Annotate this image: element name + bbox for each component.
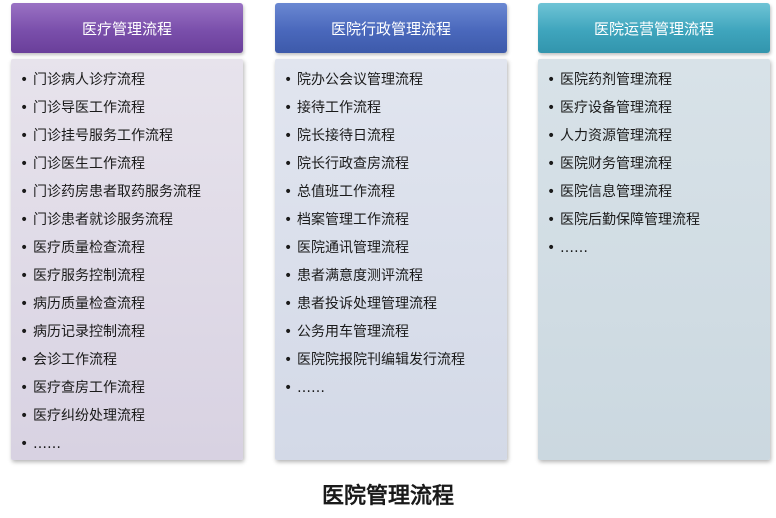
list-item: •人力资源管理流程 xyxy=(547,122,770,150)
list-item: •门诊医生工作流程 xyxy=(20,150,243,178)
bullet-icon: • xyxy=(284,240,293,256)
list-item: •医院药剂管理流程 xyxy=(547,66,770,94)
bullet-icon: • xyxy=(20,352,29,368)
column-operations-management: 医院运营管理流程 •医院药剂管理流程 •医疗设备管理流程 •人力资源管理流程 •… xyxy=(538,3,770,460)
list-item: •门诊导医工作流程 xyxy=(20,94,243,122)
list-item: •公务用车管理流程 xyxy=(284,318,507,346)
list-item: •患者满意度测评流程 xyxy=(284,262,507,290)
list-item: •院长行政查房流程 xyxy=(284,150,507,178)
list-item: •病历记录控制流程 xyxy=(20,318,243,346)
bullet-icon: • xyxy=(547,184,556,200)
bullet-icon: • xyxy=(284,324,293,340)
column-admin-management: 医院行政管理流程 •院办公会议管理流程 •接待工作流程 •院长接待日流程 •院长… xyxy=(275,3,507,460)
list-item: •门诊挂号服务工作流程 xyxy=(20,122,243,150)
list-item: •医疗质量检查流程 xyxy=(20,234,243,262)
bullet-icon: • xyxy=(20,156,29,172)
column-panel: •院办公会议管理流程 •接待工作流程 •院长接待日流程 •院长行政查房流程 •总… xyxy=(275,59,507,460)
bullet-icon: • xyxy=(284,268,293,284)
bullet-icon: • xyxy=(284,352,293,368)
list-item: •…… xyxy=(547,234,770,262)
column-medical-management: 医疗管理流程 •门诊病人诊疗流程 •门诊导医工作流程 •门诊挂号服务工作流程 •… xyxy=(11,3,243,460)
bullet-icon: • xyxy=(284,128,293,144)
bullet-icon: • xyxy=(547,128,556,144)
bullet-icon: • xyxy=(547,100,556,116)
bullet-icon: • xyxy=(20,324,29,340)
column-title: 医疗管理流程 xyxy=(81,19,172,38)
list-item: •…… xyxy=(284,374,507,402)
list-item: •院办公会议管理流程 xyxy=(284,66,507,94)
item-list: •医院药剂管理流程 •医疗设备管理流程 •人力资源管理流程 •医院财务管理流程 … xyxy=(538,66,770,262)
list-item: •档案管理工作流程 xyxy=(284,206,507,234)
bullet-icon: • xyxy=(284,380,293,396)
list-item: •医院通讯管理流程 xyxy=(284,234,507,262)
bullet-icon: • xyxy=(20,100,29,116)
item-list: •院办公会议管理流程 •接待工作流程 •院长接待日流程 •院长行政查房流程 •总… xyxy=(275,66,507,402)
list-item: •会诊工作流程 xyxy=(20,346,243,374)
bullet-icon: • xyxy=(547,240,556,256)
bullet-icon: • xyxy=(284,72,293,88)
list-item: •医疗服务控制流程 xyxy=(20,262,243,290)
column-title: 医院行政管理流程 xyxy=(330,19,451,38)
list-item: •医疗设备管理流程 xyxy=(547,94,770,122)
column-header: 医院行政管理流程 xyxy=(275,3,507,53)
list-item: •接待工作流程 xyxy=(284,94,507,122)
list-item: •总值班工作流程 xyxy=(284,178,507,206)
column-title: 医院运营管理流程 xyxy=(593,19,714,38)
bullet-icon: • xyxy=(284,296,293,312)
page-title: 医院管理流程 xyxy=(321,484,454,509)
bullet-icon: • xyxy=(20,408,29,424)
bullet-icon: • xyxy=(284,100,293,116)
bullet-icon: • xyxy=(20,240,29,256)
bullet-icon: • xyxy=(20,296,29,312)
list-item: •医院院报院刊编辑发行流程 xyxy=(284,346,507,374)
list-item: •…… xyxy=(20,430,243,458)
list-item: •门诊药房患者取药服务流程 xyxy=(20,178,243,206)
bullet-icon: • xyxy=(20,436,29,452)
bullet-icon: • xyxy=(547,156,556,172)
column-header: 医疗管理流程 xyxy=(11,3,243,53)
bullet-icon: • xyxy=(284,156,293,172)
bullet-icon: • xyxy=(547,212,556,228)
bullet-icon: • xyxy=(20,268,29,284)
list-item: •医疗查房工作流程 xyxy=(20,374,243,402)
bullet-icon: • xyxy=(20,380,29,396)
list-item: •医院信息管理流程 xyxy=(547,178,770,206)
bullet-icon: • xyxy=(20,212,29,228)
list-item: •患者投诉处理管理流程 xyxy=(284,290,507,318)
item-list: •门诊病人诊疗流程 •门诊导医工作流程 •门诊挂号服务工作流程 •门诊医生工作流… xyxy=(11,66,243,458)
list-item: •病历质量检查流程 xyxy=(20,290,243,318)
list-item: •医疗纠纷处理流程 xyxy=(20,402,243,430)
column-header: 医院运营管理流程 xyxy=(538,3,770,53)
bullet-icon: • xyxy=(20,128,29,144)
bullet-icon: • xyxy=(284,212,293,228)
bullet-icon: • xyxy=(20,72,29,88)
bullet-icon: • xyxy=(284,184,293,200)
bullet-icon: • xyxy=(547,72,556,88)
list-item: •院长接待日流程 xyxy=(284,122,507,150)
column-panel: •医院药剂管理流程 •医疗设备管理流程 •人力资源管理流程 •医院财务管理流程 … xyxy=(538,59,770,460)
list-item: •医院财务管理流程 xyxy=(547,150,770,178)
bullet-icon: • xyxy=(20,184,29,200)
column-panel: •门诊病人诊疗流程 •门诊导医工作流程 •门诊挂号服务工作流程 •门诊医生工作流… xyxy=(11,59,243,460)
list-item: •医院后勤保障管理流程 xyxy=(547,206,770,234)
list-item: •门诊患者就诊服务流程 xyxy=(20,206,243,234)
list-item: •门诊病人诊疗流程 xyxy=(20,66,243,94)
